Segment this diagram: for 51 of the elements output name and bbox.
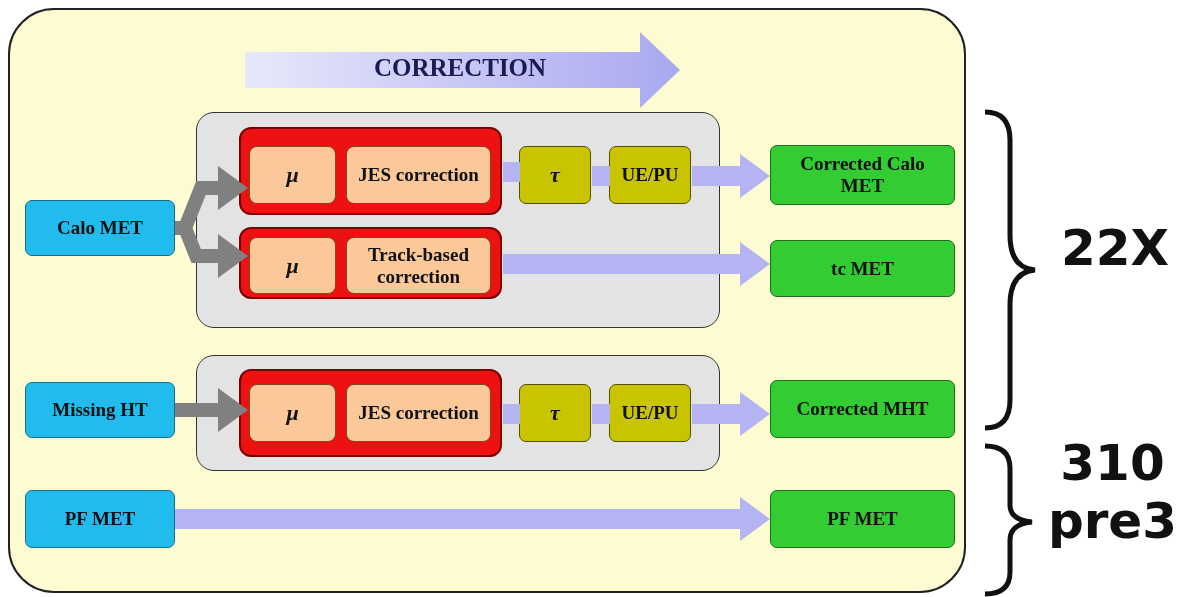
connector-band (592, 166, 610, 186)
output-box (770, 490, 955, 548)
node-label: Corrected Calo MET (799, 153, 926, 197)
arrow (175, 497, 770, 541)
process-group-box (239, 127, 502, 215)
process-box (249, 237, 336, 294)
process-group-box (239, 227, 502, 299)
process-box (346, 146, 491, 204)
process-box (609, 384, 691, 442)
group-panel (196, 112, 720, 328)
node-label: JES correction (358, 164, 479, 186)
process-group-box (239, 369, 502, 457)
node-label: μ (286, 400, 299, 426)
node-label: Track-based correction (367, 243, 470, 288)
process-box (609, 146, 691, 204)
output-box (770, 240, 955, 297)
version-label: 22X (1059, 220, 1171, 278)
node-label: τ (550, 162, 560, 188)
arrow (503, 242, 770, 286)
node-label: τ (550, 400, 560, 426)
node-label: μ (286, 162, 299, 188)
arrow-label: CORRECTION (372, 54, 548, 83)
node-label: PF MET (64, 508, 136, 530)
node-label: Missing HT (52, 399, 148, 421)
connector-band (592, 404, 610, 424)
node-label: JES correction (358, 402, 479, 424)
process-box (519, 384, 591, 442)
arrow (175, 388, 248, 432)
arrow (692, 154, 770, 198)
node-label: Corrected MHT (796, 398, 929, 420)
input-box (25, 200, 175, 256)
node-label: UE/PU (621, 402, 679, 424)
node-label: tc MET (831, 257, 894, 280)
node-label: UE/PU (621, 164, 679, 186)
process-box (249, 384, 336, 442)
version-label: 310 pre3 (1046, 435, 1179, 550)
node-label: Calo MET (57, 217, 143, 239)
node-label: μ (286, 252, 299, 279)
input-box (25, 382, 175, 438)
connector-band (503, 404, 520, 424)
connector-band (503, 162, 520, 182)
process-box (346, 237, 491, 294)
output-box (770, 380, 955, 438)
process-box (346, 384, 491, 442)
node-label: PF MET (827, 508, 898, 530)
arrow (692, 392, 770, 436)
group-panel (196, 355, 720, 471)
process-box (249, 146, 336, 204)
input-box (25, 490, 175, 548)
output-box (770, 145, 955, 205)
process-box (519, 146, 591, 204)
